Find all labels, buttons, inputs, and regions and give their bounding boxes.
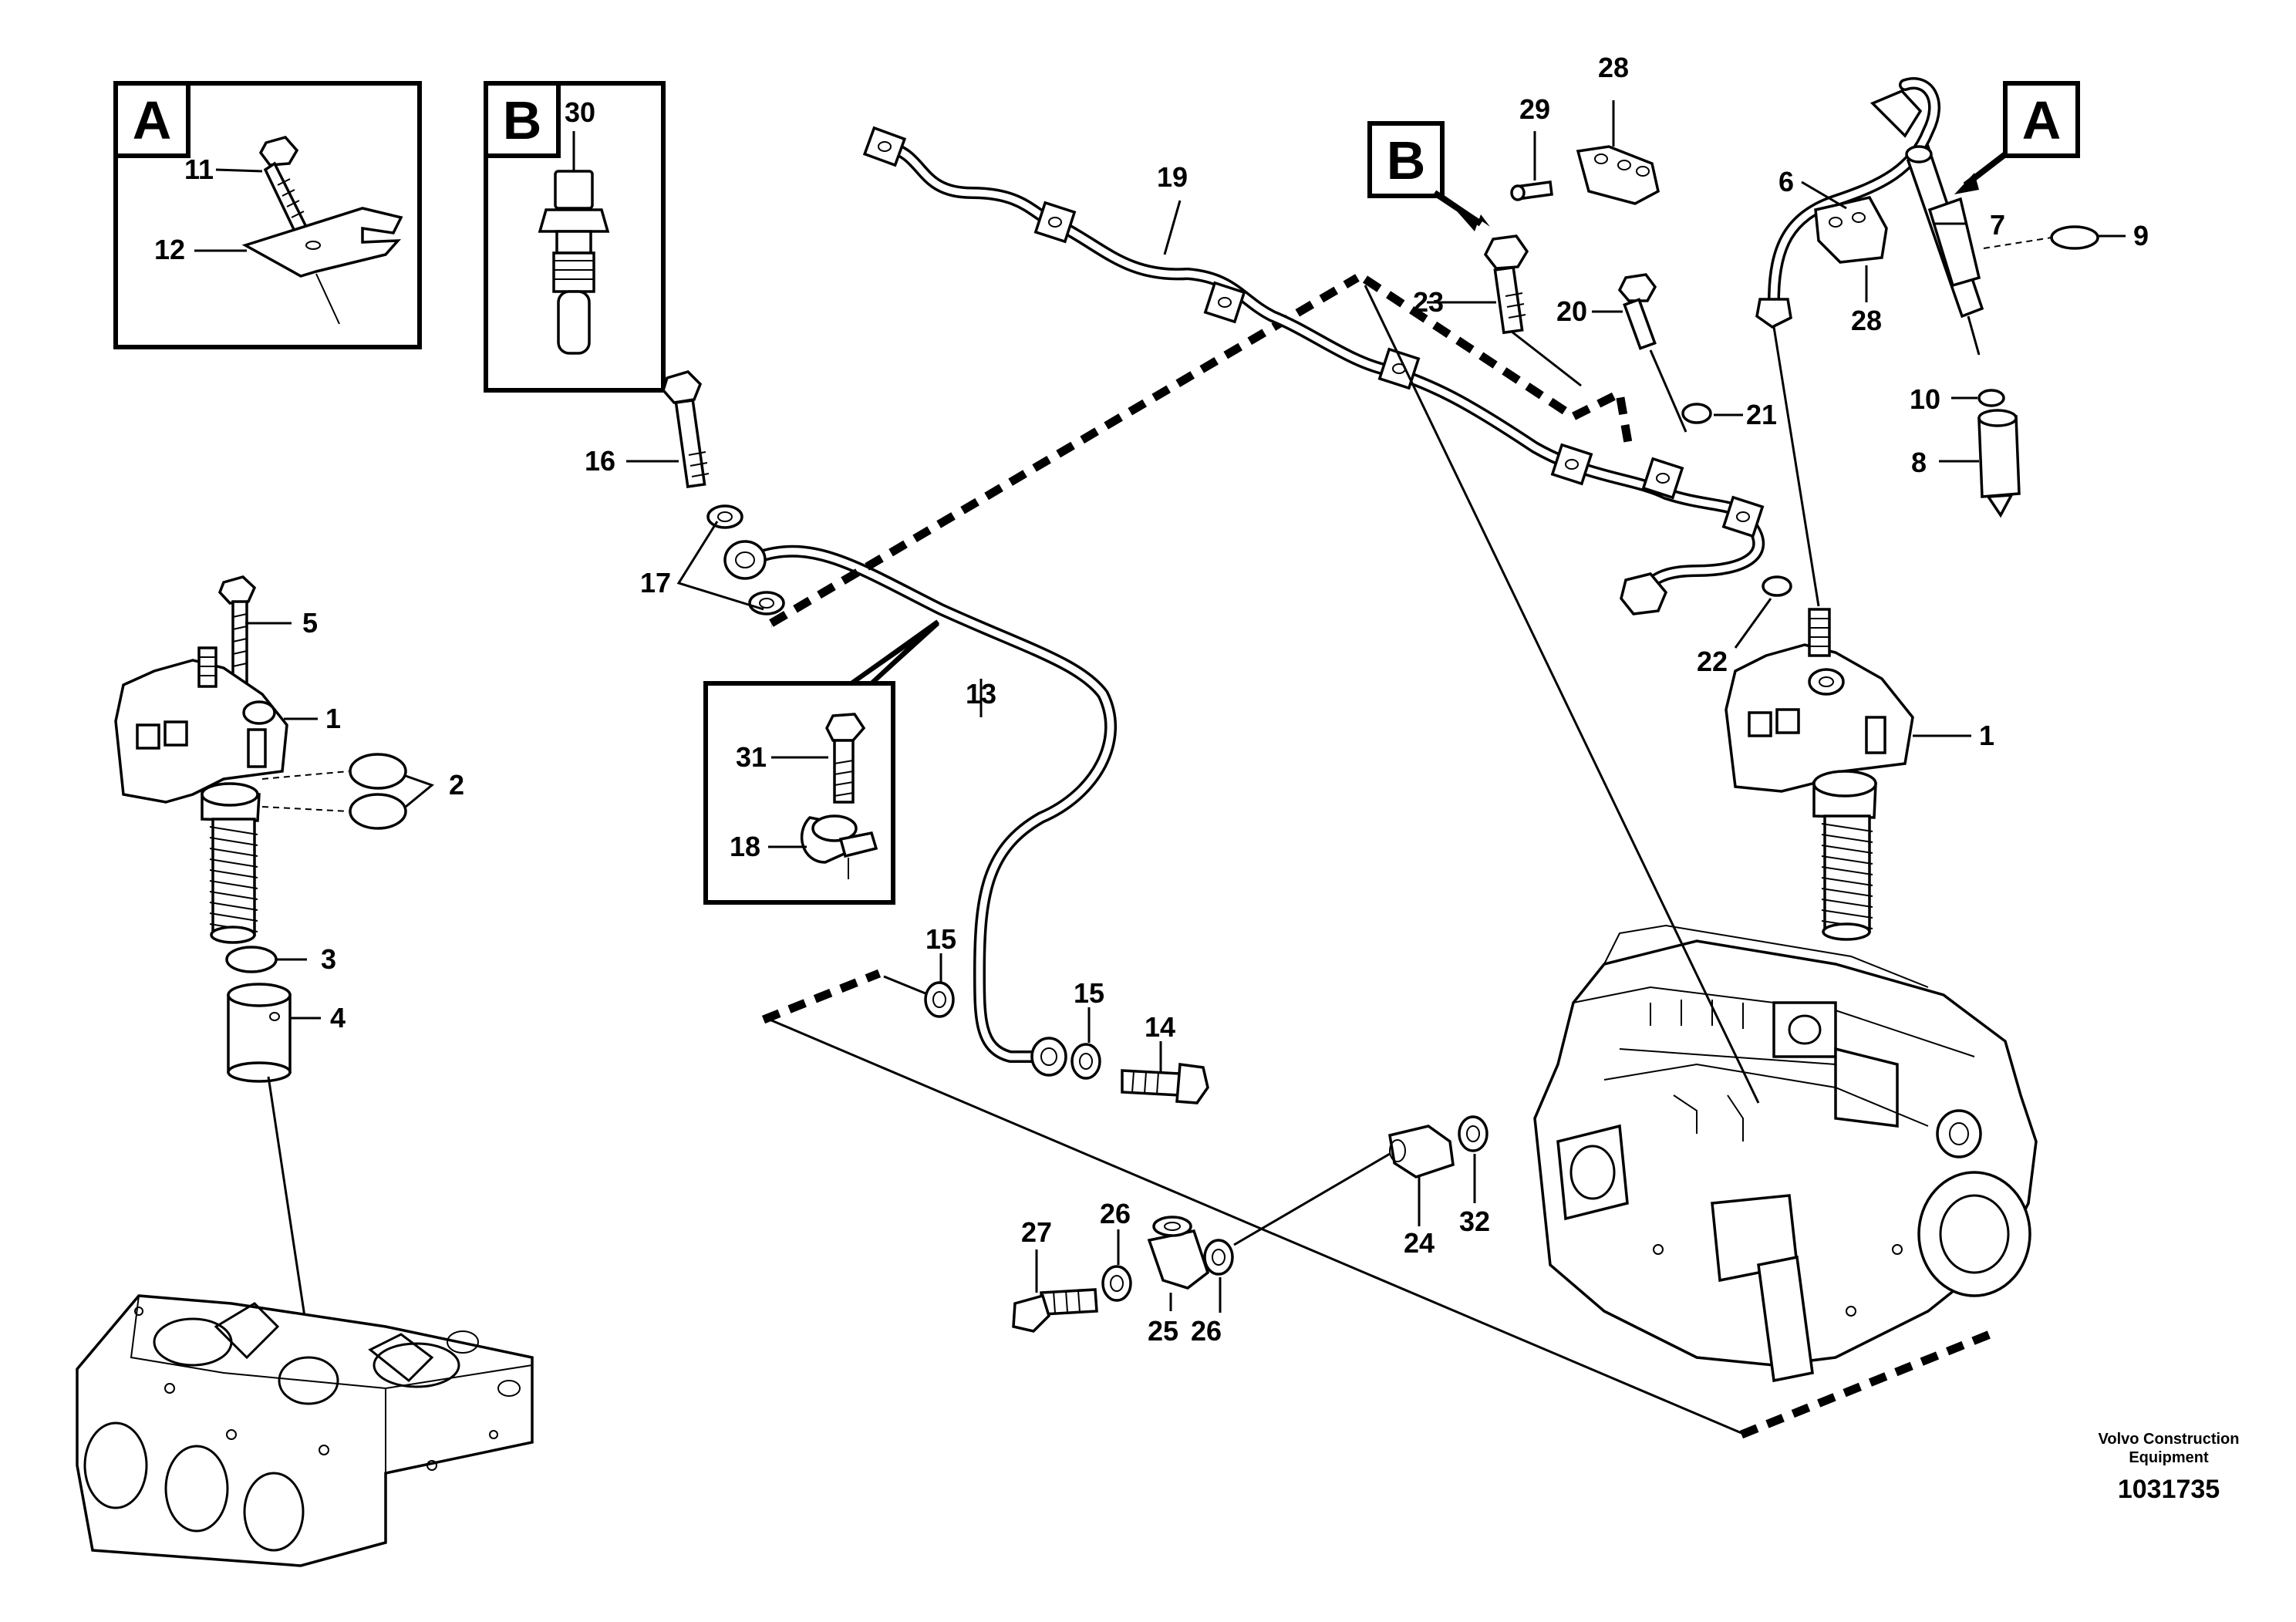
- detail-clamp-box: [703, 619, 940, 905]
- callout-19: 19: [1157, 161, 1188, 193]
- callout-28-bottom: 28: [1851, 305, 1882, 336]
- callout-18: 18: [730, 831, 760, 862]
- callout-32: 32: [1459, 1206, 1490, 1237]
- callout-27: 27: [1021, 1216, 1052, 1248]
- callout-4: 4: [330, 1002, 346, 1034]
- detail-b-left: B: [484, 81, 666, 393]
- detail-a-left: A: [113, 81, 422, 349]
- callout-5: 5: [302, 607, 318, 639]
- sleeve-4-icon: [227, 983, 292, 1083]
- detail-letter: B: [503, 90, 542, 150]
- callout-1-left: 1: [325, 703, 341, 734]
- callout-13: 13: [966, 678, 996, 710]
- callout-10: 10: [1910, 383, 1940, 415]
- detail-a-right: A: [1954, 81, 2080, 194]
- callout-26-a: 26: [1100, 1198, 1131, 1229]
- brand-line-1: Volvo Construction: [2099, 1431, 2240, 1448]
- callout-22: 22: [1697, 646, 1728, 677]
- callout-labels: 11 12 30 16 17 5 1 2 3 4 13 31 18 15 15 …: [154, 52, 2149, 1347]
- detail-letter: A: [133, 90, 172, 150]
- oring-2b-icon: [349, 793, 407, 830]
- callout-3: 3: [321, 943, 336, 975]
- callout-2: 2: [449, 769, 464, 801]
- bolt-23-icon: [1483, 234, 1529, 335]
- bolt-20-icon: [1617, 273, 1657, 350]
- callout-15-b: 15: [1074, 977, 1104, 1009]
- detail-letter: A: [2022, 90, 2062, 150]
- callout-28-top: 28: [1598, 52, 1629, 83]
- callout-20: 20: [1556, 295, 1587, 327]
- callout-29: 29: [1519, 93, 1550, 125]
- callout-16: 16: [585, 445, 615, 477]
- engine-icon: [1364, 285, 2038, 1383]
- callout-12: 12: [154, 234, 185, 265]
- pin-29-icon: [1510, 180, 1553, 201]
- callout-21: 21: [1746, 399, 1777, 430]
- cylinder-head-icon: [76, 1294, 534, 1567]
- callout-11: 11: [184, 153, 214, 185]
- footer: Volvo Construction Equipment 1031735: [2099, 1431, 2240, 1504]
- callout-14: 14: [1145, 1011, 1175, 1043]
- callout-26-b: 26: [1191, 1315, 1222, 1347]
- injector-right: [1755, 77, 2126, 518]
- callout-1-right: 1: [1979, 720, 1994, 751]
- callout-15-a: 15: [925, 923, 956, 955]
- detail-b-right: B: [1367, 121, 1490, 231]
- callout-6: 6: [1778, 166, 1794, 197]
- clip-12-icon: [241, 207, 403, 325]
- callout-31: 31: [736, 741, 767, 773]
- callout-25: 25: [1148, 1315, 1178, 1347]
- drawing-number: 1031735: [2118, 1475, 2220, 1504]
- callout-9: 9: [2133, 220, 2149, 251]
- callout-30: 30: [565, 96, 595, 128]
- callout-23: 23: [1413, 286, 1444, 318]
- brand-line-2: Equipment: [2129, 1449, 2209, 1466]
- callout-7: 7: [1990, 209, 2005, 241]
- bracket-28-icon: [1576, 145, 1660, 205]
- washer-21-icon: [1681, 403, 1712, 424]
- fitting-group: [1012, 1115, 1489, 1333]
- washer-22-icon: [1762, 575, 1792, 597]
- unit-injector-left: [114, 575, 435, 1343]
- oring-3-icon: [225, 946, 278, 973]
- spring-icon: [209, 818, 258, 936]
- spring-icon: [1821, 814, 1873, 933]
- callout-24: 24: [1404, 1227, 1435, 1259]
- callout-8: 8: [1911, 447, 1927, 478]
- callout-17: 17: [640, 567, 671, 599]
- detail-letter: B: [1387, 130, 1426, 191]
- fuel-pipe-13: [626, 274, 1360, 1104]
- sensor-30-icon: [538, 170, 610, 355]
- oring-2a-icon: [349, 753, 407, 790]
- unit-injector-right: [1725, 326, 1971, 941]
